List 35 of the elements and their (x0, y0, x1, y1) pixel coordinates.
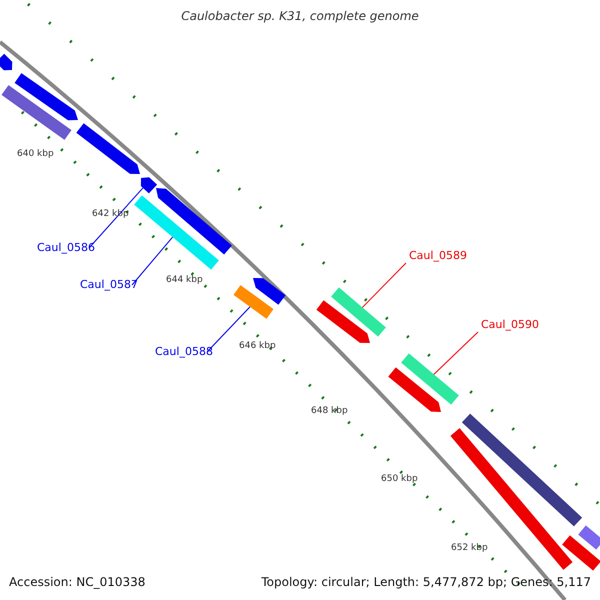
genome-info-text: Topology: circular; Length: 5,477,872 bp; Genes: 5,117 (261, 576, 591, 588)
gene-bar (234, 285, 274, 319)
gene-bar (578, 525, 600, 550)
gene-label: Caul_0589 (409, 250, 467, 261)
leader-line (433, 332, 478, 375)
tick-label: 646 kbp (239, 342, 276, 351)
gene-bar (14, 73, 78, 120)
gene-label: Caul_0588 (155, 346, 213, 357)
leader-line (88, 187, 144, 248)
gene-bar (562, 535, 600, 571)
gene-bar (450, 428, 573, 570)
tick-label: 644 kbp (166, 276, 203, 285)
gene-bar (331, 287, 386, 337)
gene-bar (401, 353, 459, 405)
tick-label: 648 kbp (311, 407, 348, 416)
gene-bar (316, 300, 370, 343)
leader-line (132, 236, 174, 286)
tick-label: 652 kbp (451, 544, 488, 553)
gene-bar (156, 188, 232, 254)
gene-bar (134, 195, 219, 270)
gene-bar (76, 123, 140, 174)
title: Caulobacter sp. K31, complete genome (181, 10, 419, 22)
gene-bar (2, 85, 72, 140)
leader-line (206, 306, 250, 352)
gene-bar (462, 414, 582, 526)
gene-bar (388, 367, 441, 412)
leader-line (362, 262, 406, 308)
tick-label: 640 kbp (17, 150, 54, 159)
gene-bar (253, 278, 286, 305)
gene-label: Caul_0587 (80, 279, 138, 290)
gene-label: Caul_0590 (481, 319, 539, 330)
accession-text: Accession: NC_010338 (9, 576, 146, 588)
gene-label: Caul_0586 (37, 242, 95, 253)
tick-label: 650 kbp (381, 475, 418, 484)
gene-bar (0, 54, 12, 70)
